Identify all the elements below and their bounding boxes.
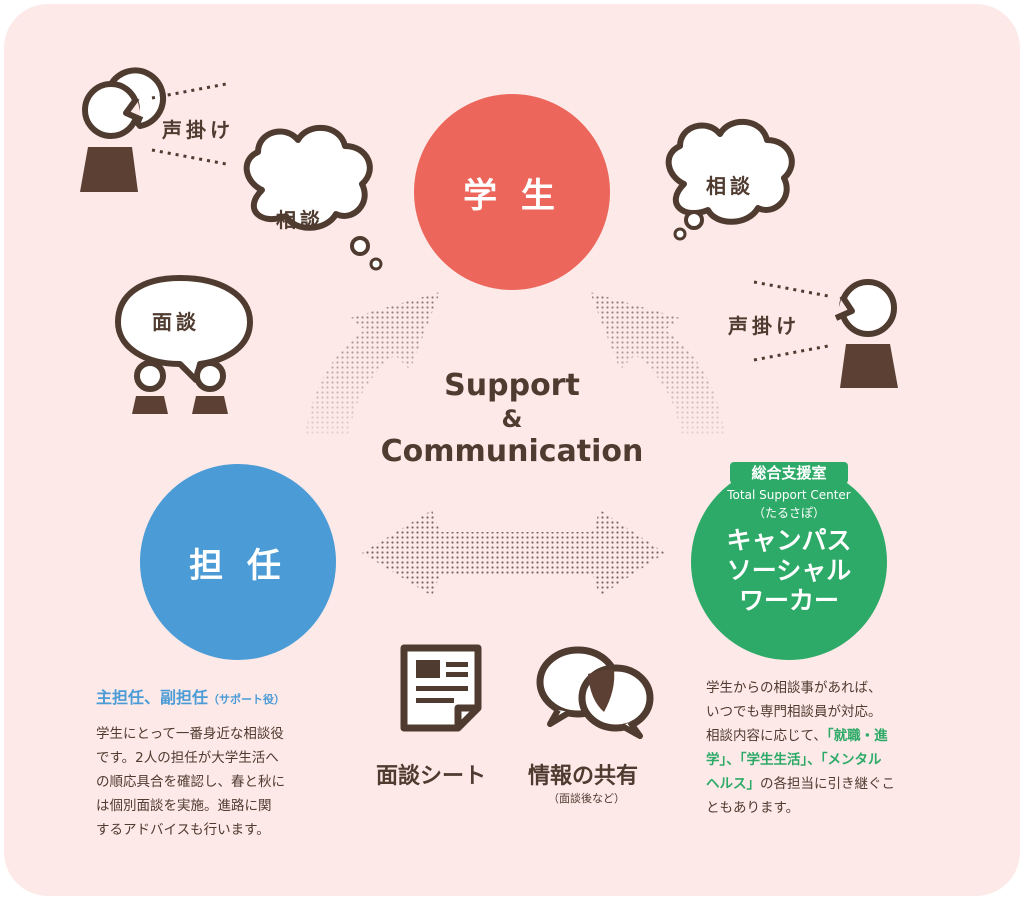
person-calling-left: [80, 67, 167, 192]
arrow-homeroom-csw-bidirectional: [362, 510, 665, 596]
center-org-tab: 総合支援室: [730, 462, 848, 484]
csw-body-text: の各担当に引き継ぐこ: [760, 776, 895, 792]
center-en-name: Total Support Center: [727, 488, 851, 502]
csw-body-line: いつでも専門相談員が対応。: [706, 704, 882, 720]
csw-title: キャンパス ソーシャル ワーカー: [700, 526, 878, 616]
document-icon: [400, 644, 482, 732]
homeroom-description: 主担任、副担任（サポート役） 学生にとって一番身近な相談役 です。2人の担任が大…: [96, 684, 366, 842]
person-calling-right: [834, 279, 898, 388]
label-consult-right: 相談: [706, 174, 754, 198]
csw-title-line2: ソーシャル: [726, 556, 852, 585]
share-note: （面談後など）: [548, 792, 625, 805]
center-org-name: 総合支援室: [751, 464, 827, 482]
homeroom-body-line: は個別面談を実施。進路に関: [96, 798, 272, 814]
csw-body-line: ヘルス」の各担当に引き継ぐこ: [706, 772, 956, 796]
two-persons-icon: [132, 360, 228, 414]
csw-body-line: 学生からの相談事があれば、: [706, 680, 882, 696]
node-student: 学 生: [414, 94, 610, 290]
csw-highlight: 「就職・進: [826, 728, 888, 744]
csw-highlight: ヘルス」: [706, 776, 760, 792]
homeroom-body-line: 学生にとって一番身近な相談役: [96, 726, 284, 742]
center-title: Support & Communication: [352, 368, 672, 470]
label-interview: 面談: [152, 310, 200, 334]
homeroom-body-line: です。2人の担任が大学生活へ: [96, 750, 279, 766]
csw-title-line1: キャンパス: [726, 526, 852, 555]
cloud-bubble-right: [665, 118, 795, 225]
center-title-line3: Communication: [380, 434, 644, 469]
sheet-label: 面談シート: [376, 764, 487, 789]
node-campus-social-worker: [691, 464, 887, 660]
share-label: 情報の共有: [528, 764, 639, 789]
homeroom-body-line: するアドバイスも行います。: [96, 822, 270, 838]
label-consult-left: 相談: [276, 208, 324, 232]
csw-body-line: 相談内容に応じて、「就職・進: [706, 724, 956, 748]
homeroom-body-line: の順応具合を確認し、春と秋に: [96, 774, 285, 790]
label-call-left: 声掛け: [162, 118, 234, 142]
arrow-homeroom-to-student: [305, 292, 440, 435]
homeroom-heading: 主担任、副担任: [96, 688, 209, 707]
csw-highlight: 学」、「学生生活」、「メンタル: [706, 752, 882, 768]
homeroom-heading-note: （サポート役）: [208, 693, 286, 706]
csw-body-line: ともあります。: [706, 800, 800, 816]
center-title-line2: &: [501, 405, 523, 433]
label-call-right: 声掛け: [728, 314, 800, 338]
node-student-label: 学 生: [463, 175, 561, 216]
center-title-line1: Support: [444, 368, 580, 403]
csw-title-line3: ワーカー: [738, 586, 839, 615]
csw-description: 学生からの相談事があれば、 いつでも専門相談員が対応。 相談内容に応じて、「就職…: [706, 676, 956, 820]
csw-body-line: 学」、「学生生活」、「メンタル: [706, 748, 956, 772]
arrow-csw-to-student: [590, 292, 725, 435]
cloud-bubble-left: [243, 124, 373, 231]
node-homeroom-label: 担 任: [189, 545, 287, 586]
shared-info-icon: [536, 646, 654, 739]
csw-body-text: 相談内容に応じて、: [706, 728, 827, 744]
center-nickname: （たるさぽ）: [752, 506, 825, 520]
node-homeroom: 担 任: [140, 464, 336, 660]
